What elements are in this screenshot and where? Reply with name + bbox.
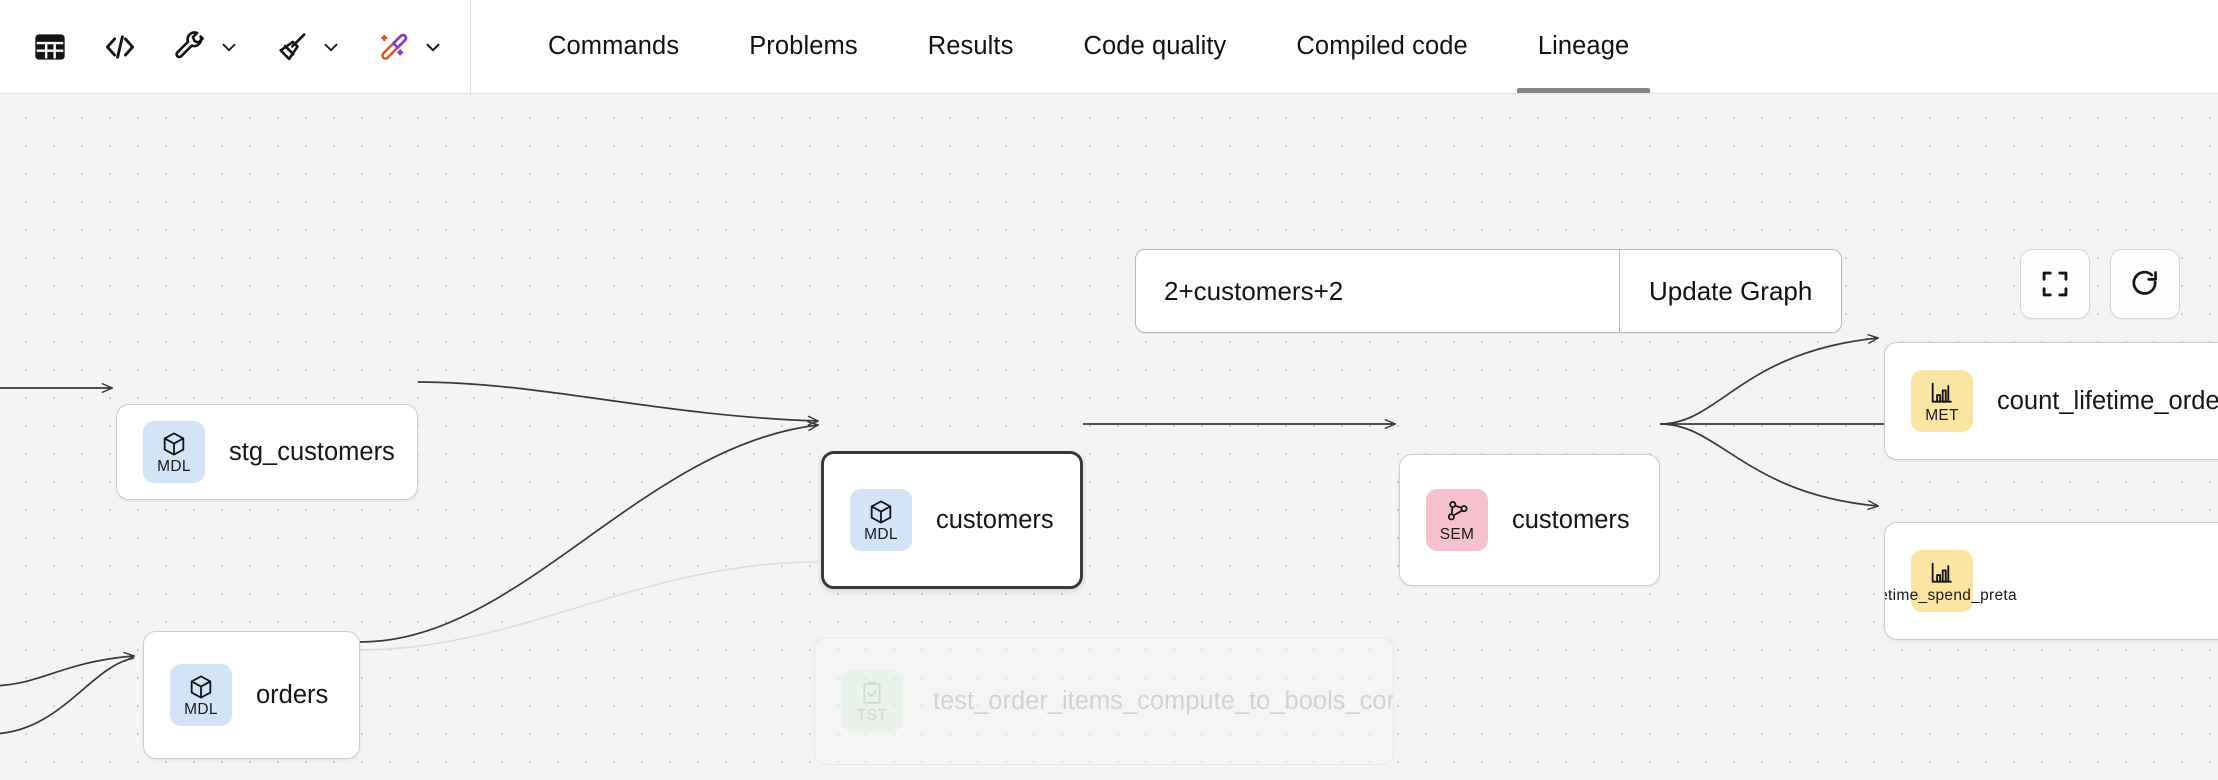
format-broom-icon[interactable] (270, 25, 314, 69)
badge-label: SEM (1439, 525, 1475, 543)
panel-tabs: Commands Problems Results Code quality C… (471, 0, 1664, 93)
lineage-selector-group[interactable]: Update Graph (1135, 249, 1843, 333)
lineage-node-stg-customers[interactable]: MDL stg_customers (116, 404, 418, 500)
lineage-selector-input[interactable] (1136, 250, 1619, 332)
node-label: customers (1512, 505, 1630, 534)
badge-label: MDL (184, 700, 218, 718)
lineage-node-orders[interactable]: MDL orders (143, 631, 360, 759)
tab-code-quality[interactable]: Code quality (1083, 32, 1227, 60)
magic-wand-icon[interactable] (372, 25, 416, 69)
node-type-badge-mdl: MDL (850, 489, 912, 551)
format-dropdown[interactable] (270, 25, 346, 69)
badge-label: MET (1925, 406, 1959, 424)
ai-assist-dropdown[interactable] (372, 25, 448, 69)
update-graph-button[interactable]: Update Graph (1619, 250, 1842, 332)
tab-results[interactable]: Results (927, 32, 1014, 60)
badge-label: MDL (157, 457, 191, 475)
chevron-down-icon[interactable] (418, 27, 448, 67)
chevron-down-icon[interactable] (214, 27, 244, 67)
badge-label: MDL (864, 525, 898, 543)
tab-lineage[interactable]: Lineage (1503, 0, 1664, 93)
tools-dropdown[interactable] (168, 25, 244, 69)
node-label: count_lifetime_order (1997, 386, 2218, 415)
editor-tool-group (0, 0, 471, 93)
toolbar: Commands Problems Results Code quality C… (0, 0, 2218, 94)
node-type-badge-tst: TST (841, 670, 903, 732)
lineage-edges (0, 94, 1890, 735)
node-label: customers (936, 505, 1054, 534)
node-type-badge-met: MET (1911, 370, 1973, 432)
lineage-node-test-order-items[interactable]: TST test_order_items_compute_to_bools_co… (814, 637, 1394, 765)
badge-label: TST (856, 706, 888, 724)
node-label: orders (256, 680, 329, 709)
chevron-down-icon[interactable] (316, 27, 346, 67)
code-view-icon[interactable] (98, 25, 142, 69)
badge-label: lifetime_spend_preta (1885, 586, 2017, 604)
node-type-badge-sem: SEM (1426, 489, 1488, 551)
node-type-badge-mdl: MDL (143, 421, 205, 483)
lineage-node-customers-semantic[interactable]: SEM customers (1399, 454, 1660, 586)
node-label: stg_customers (229, 437, 395, 466)
node-type-badge-mdl: MDL (170, 664, 232, 726)
tab-problems[interactable]: Problems (749, 32, 858, 60)
node-type-badge-met: lifetime_spend_preta (1885, 550, 2017, 612)
refresh-graph-button[interactable] (2110, 249, 2180, 319)
fit-view-button[interactable] (2020, 249, 2090, 319)
lineage-node-lifetime-spend-pretax[interactable]: lifetime_spend_preta (1884, 522, 2218, 640)
lineage-node-customers-model[interactable]: MDL customers (821, 451, 1083, 589)
canvas-controls (2020, 249, 2180, 319)
node-label: test_order_items_compute_to_bools_correc… (933, 686, 1394, 715)
wrench-icon[interactable] (168, 25, 212, 69)
lineage-canvas[interactable]: Update Graph MDL stg_customers (0, 94, 2218, 780)
table-view-icon[interactable] (28, 25, 72, 69)
lineage-node-count-lifetime-orders[interactable]: MET count_lifetime_order (1884, 342, 2218, 460)
tab-commands[interactable]: Commands (548, 32, 680, 60)
tab-compiled-code[interactable]: Compiled code (1296, 32, 1468, 60)
